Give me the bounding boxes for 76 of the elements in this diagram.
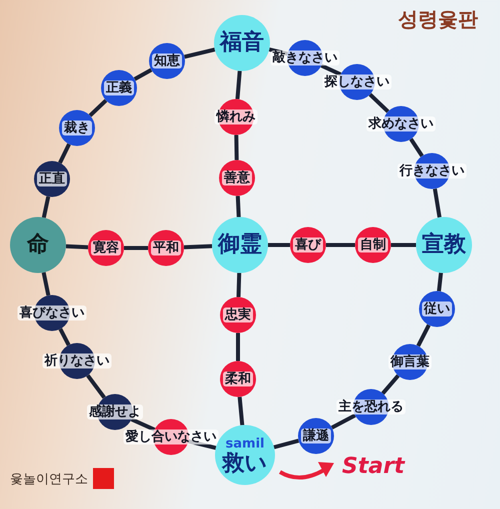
station-label: 善意 bbox=[222, 170, 252, 186]
station-circle bbox=[290, 227, 326, 263]
connector-line bbox=[273, 438, 300, 450]
station-label: 探しなさい bbox=[322, 74, 392, 90]
station-label: 主を恐れる bbox=[336, 400, 406, 414]
station-label: 柔和 bbox=[223, 372, 253, 386]
station-label: 救い bbox=[220, 452, 268, 476]
connector-line bbox=[320, 64, 342, 76]
station-label: 謙遜 bbox=[301, 428, 331, 444]
connector-line bbox=[88, 98, 108, 118]
station-label: 喜びなさい bbox=[18, 306, 86, 320]
station-label: 感謝せよ bbox=[87, 404, 143, 420]
station-circle bbox=[298, 418, 334, 454]
connector-line bbox=[330, 414, 356, 430]
station-label: 御霊 bbox=[216, 233, 263, 257]
connector-line bbox=[235, 70, 242, 100]
station-label: 従い bbox=[422, 302, 452, 316]
connector-line bbox=[236, 196, 241, 218]
station-label: 正義 bbox=[104, 80, 134, 96]
connector-line bbox=[130, 418, 156, 432]
connector-line bbox=[381, 374, 400, 395]
station-label: 寛容 bbox=[91, 240, 121, 256]
station-label: 愛し合いなさい bbox=[124, 430, 218, 444]
connector-line bbox=[42, 272, 50, 296]
station-circle bbox=[219, 160, 255, 196]
station-label: 福音 bbox=[218, 31, 265, 55]
station-label: 求めなさい bbox=[366, 116, 436, 132]
station-circle bbox=[59, 110, 95, 146]
station-circle bbox=[88, 230, 124, 266]
connector-line bbox=[184, 244, 212, 250]
connector-line bbox=[234, 134, 239, 160]
footer-text: 윷놀이연구소 bbox=[10, 471, 88, 488]
station-circle bbox=[149, 43, 185, 79]
connector-line bbox=[409, 138, 424, 158]
station-label: 裁き bbox=[62, 120, 92, 136]
station-circle bbox=[419, 291, 455, 327]
station-label: 命 bbox=[26, 233, 50, 257]
connector-line bbox=[236, 333, 240, 361]
connector-line bbox=[436, 272, 443, 292]
station-label: 平和 bbox=[151, 240, 181, 256]
station-label: 御言葉 bbox=[388, 354, 432, 370]
station-circle bbox=[101, 70, 137, 106]
station-label: 敲きなさい bbox=[270, 50, 340, 66]
connector-line bbox=[416, 324, 431, 347]
station-label: 宣教 bbox=[421, 233, 467, 257]
connector-line bbox=[368, 92, 390, 114]
station-circle bbox=[148, 230, 184, 266]
connector-line bbox=[326, 243, 355, 247]
connector-line bbox=[124, 246, 148, 250]
station-circle bbox=[355, 227, 391, 263]
connector-line bbox=[432, 188, 442, 218]
connector-line bbox=[58, 328, 70, 346]
start-label: Start bbox=[342, 454, 405, 479]
connector-line bbox=[238, 396, 244, 426]
station-circle bbox=[34, 161, 70, 197]
station-label: 知恵 bbox=[152, 54, 182, 68]
connector-line bbox=[391, 243, 416, 247]
connector-line bbox=[184, 48, 216, 59]
station-subtitle: samil bbox=[224, 436, 266, 452]
connector-line bbox=[236, 272, 242, 298]
station-label: 忠実 bbox=[223, 308, 253, 322]
station-label: 行きなさい bbox=[398, 164, 466, 178]
connector-line bbox=[86, 374, 106, 399]
station-label: 憐れみ bbox=[214, 110, 258, 124]
connector-line bbox=[66, 244, 88, 250]
station-label: 自制 bbox=[358, 238, 388, 252]
connector-line bbox=[268, 243, 290, 247]
station-label: 正直 bbox=[37, 172, 67, 186]
station-circle bbox=[220, 361, 256, 397]
connector-line bbox=[58, 143, 71, 164]
connector-line bbox=[134, 68, 152, 81]
connector-line bbox=[42, 196, 50, 218]
station-circle bbox=[220, 297, 256, 333]
title: 성령윷판 bbox=[398, 6, 478, 33]
station-label: 祈りなさい bbox=[42, 354, 112, 368]
station-label: 喜び bbox=[293, 238, 323, 252]
